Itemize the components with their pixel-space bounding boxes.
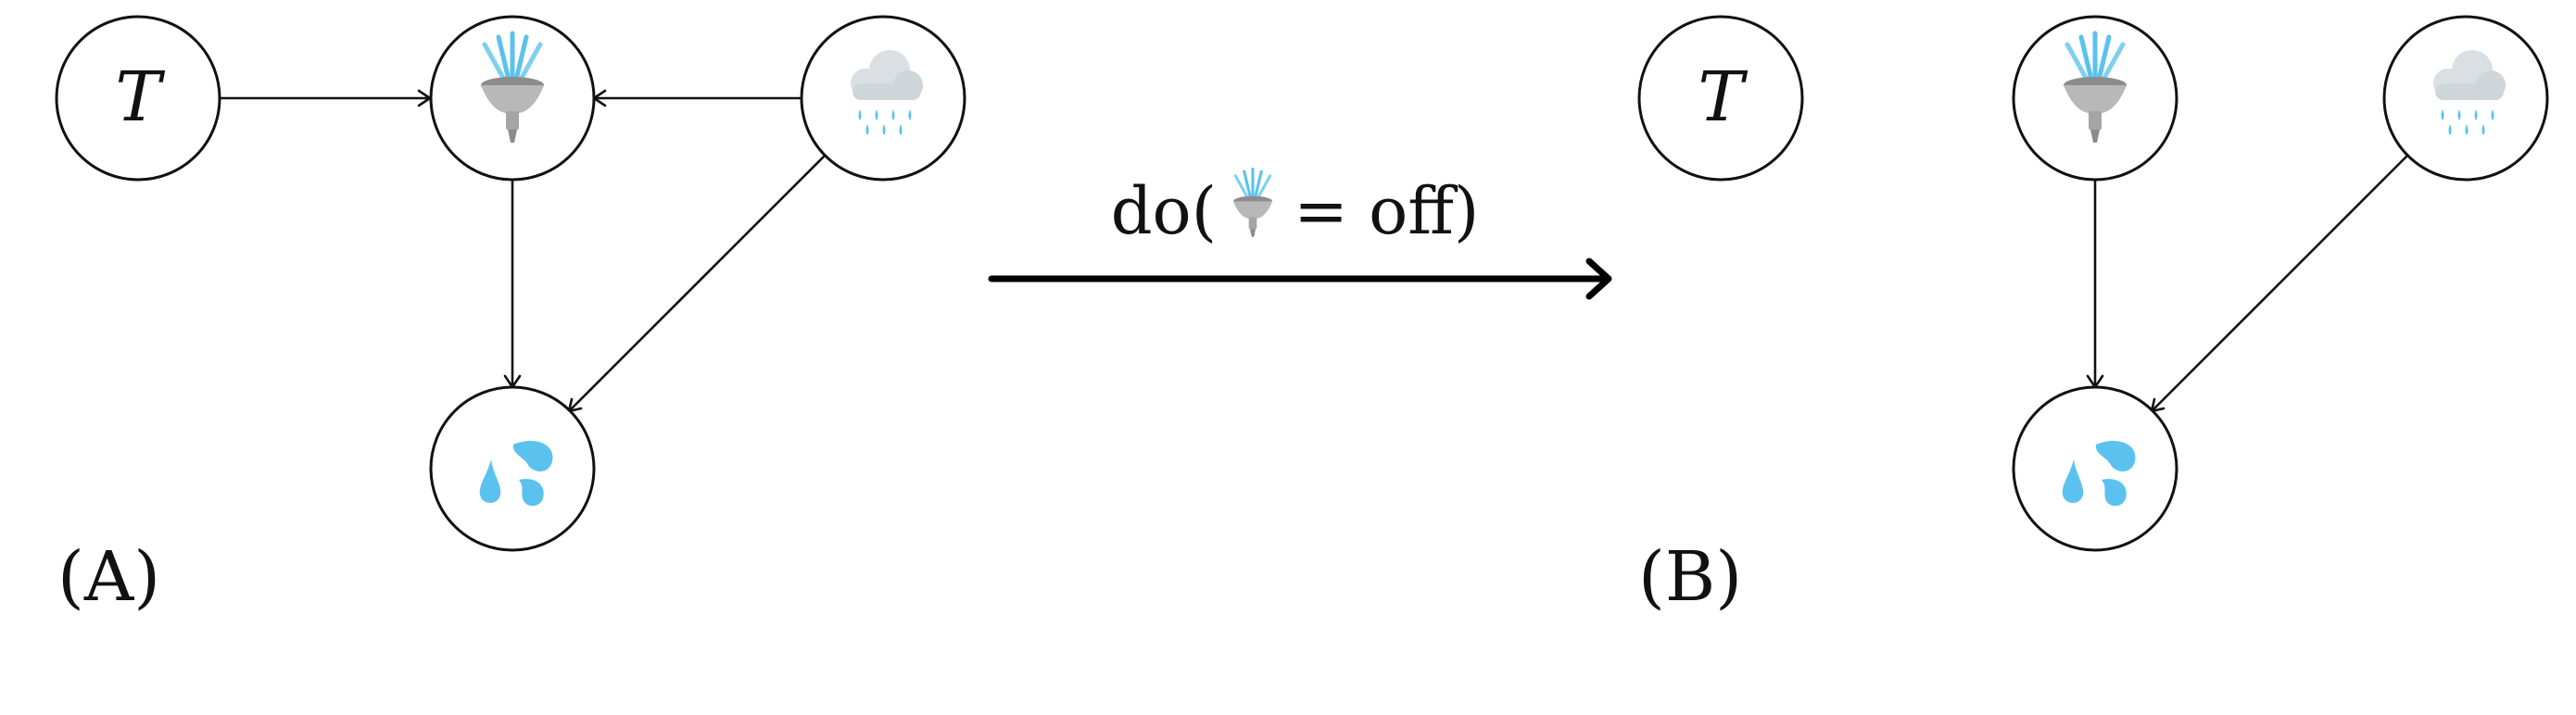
- panel-b-edges: [2086, 155, 2408, 413]
- node-wet: [2012, 385, 2178, 552]
- sprinkler-icon: [1231, 168, 1274, 239]
- node-temperature: T: [1637, 15, 1804, 182]
- panel-a: T (A): [55, 15, 966, 617]
- edge-rain-to-wet: [568, 155, 826, 412]
- panel-b-label: (B): [1638, 537, 1742, 617]
- panel-a-edges: [221, 89, 826, 413]
- intervention-arrowhead: [1585, 257, 1612, 300]
- panel-a-label: (A): [57, 537, 160, 617]
- node-rain: [2382, 15, 2549, 182]
- node-temperature-label: T: [1698, 57, 1748, 137]
- node-rain: [800, 15, 966, 182]
- intervention: do( = off): [988, 168, 1612, 300]
- node-sprinkler: [2012, 15, 2178, 182]
- node-sprinkler: [429, 15, 596, 182]
- node-temperature-label: T: [115, 57, 165, 137]
- panel-b: T (B): [1637, 15, 2549, 617]
- intervention-suffix: = off): [1273, 173, 1479, 249]
- edge-rain-to-wet: [2151, 155, 2408, 412]
- node-temperature: T: [55, 15, 221, 182]
- intervention-prefix: do(: [1111, 173, 1217, 249]
- node-wet: [429, 385, 596, 552]
